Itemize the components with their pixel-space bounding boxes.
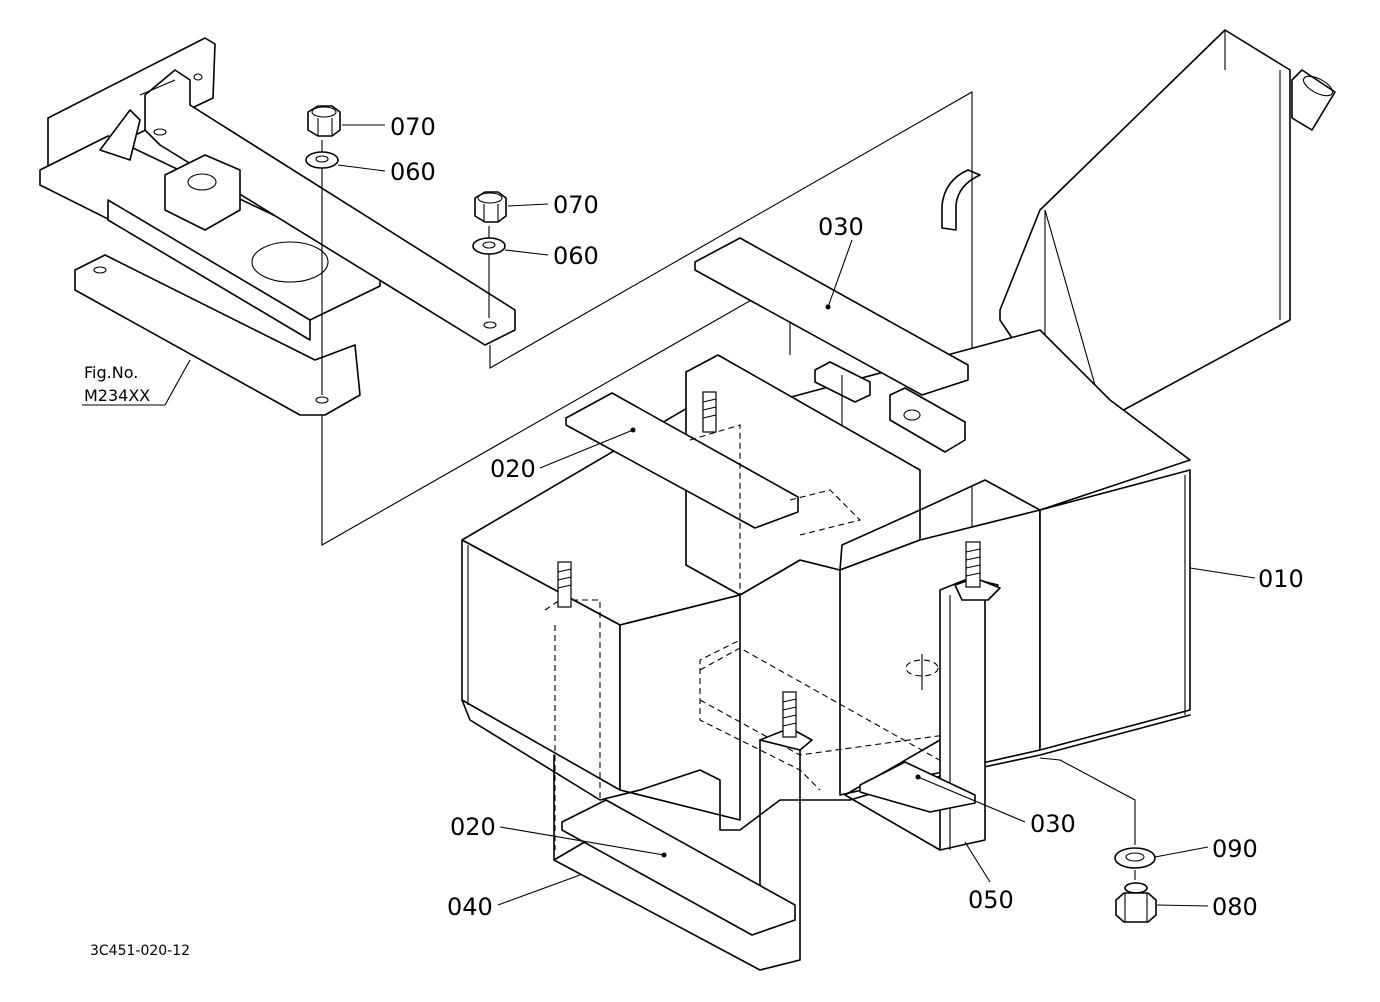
callout-030-bottom: 030 (1030, 810, 1076, 838)
callout-080: 080 (1212, 893, 1258, 921)
pad-030-top (694, 237, 969, 396)
fuel-tank (461, 29, 1336, 831)
clip-bracket (814, 361, 966, 453)
nut-070-right (474, 191, 507, 223)
callout-070-left: 070 (390, 113, 436, 141)
frame-bracket (39, 37, 516, 416)
callout-070-right: 070 (553, 191, 599, 219)
strap-040 (553, 391, 813, 971)
callout-050: 050 (968, 886, 1014, 914)
drawing-code: 3C451-020-12 (90, 943, 190, 959)
callout-020-top: 020 (490, 455, 536, 483)
leader-lines (82, 124, 1256, 907)
washer-090 (1114, 847, 1156, 869)
fig-no-value: M234XX (84, 386, 150, 405)
alignment-line-right (489, 91, 973, 540)
callout-060-left: 060 (390, 158, 436, 186)
washer-060-left (305, 151, 339, 169)
callout-020-bottom: 020 (450, 813, 496, 841)
strap-050 (844, 541, 1001, 851)
fig-no-label: Fig.No. (84, 363, 138, 382)
callout-010: 010 (1258, 565, 1304, 593)
callout-030-top: 030 (818, 213, 864, 241)
callout-040: 040 (447, 893, 493, 921)
callout-060-right: 060 (553, 242, 599, 270)
nut-070-left (307, 105, 341, 137)
washer-060-right (472, 237, 506, 255)
plug-080 (1115, 882, 1157, 923)
pad-030-bottom (859, 761, 976, 813)
callout-090: 090 (1212, 835, 1258, 863)
